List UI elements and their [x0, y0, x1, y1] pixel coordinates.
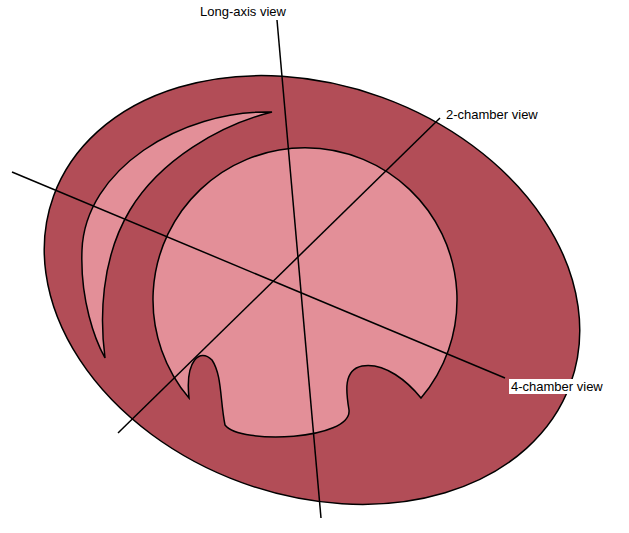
four-chamber-line: [12, 172, 505, 378]
view-label: 2-chamber view: [444, 107, 540, 122]
view-label: Long-axis view: [198, 4, 288, 19]
myocardium: [0, 3, 629, 533]
view-label: 4-chamber view: [509, 379, 605, 394]
long-axis-line: [277, 20, 321, 518]
left-ventricle-cavity: [153, 148, 457, 437]
two-chamber-line: [118, 118, 440, 433]
